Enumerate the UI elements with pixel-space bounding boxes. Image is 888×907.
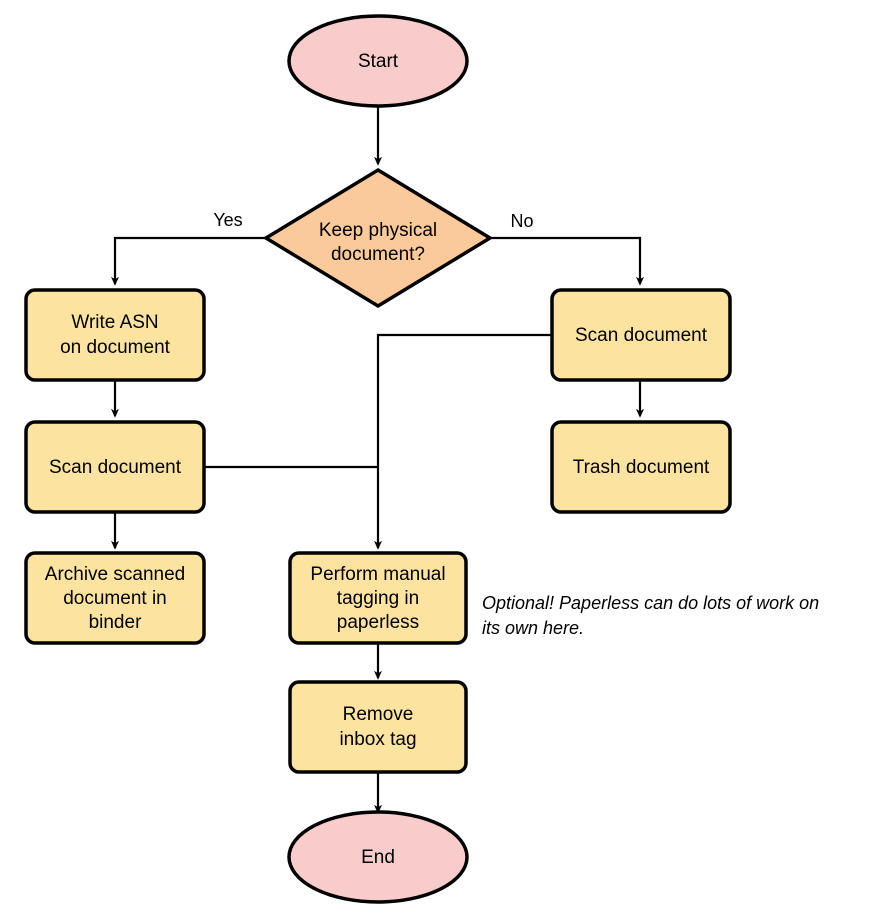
decision-label-line2: document? [331, 244, 425, 265]
start-label: Start [358, 51, 399, 72]
end-label: End [361, 847, 395, 868]
node-decision-keep-physical-document[interactable]: Keep physical document? [262, 167, 494, 309]
annotation-line2: its own here. [482, 618, 584, 638]
node-scan-document-left[interactable]: Scan document [24, 420, 206, 514]
archive-label-line3: binder [89, 612, 142, 633]
trash-document-label: Trash document [573, 457, 710, 478]
write-asn-label-line2: on document [60, 337, 171, 358]
write-asn-label-line1: Write ASN [71, 312, 158, 333]
node-start[interactable]: Start [287, 14, 469, 108]
scan-document-right-label: Scan document [575, 325, 708, 346]
remove-inbox-label-line1: Remove [343, 704, 414, 725]
manual-tagging-label-line2: tagging in [337, 588, 419, 609]
write-asn-box-shape [24, 288, 206, 382]
manual-tagging-box-shape [288, 551, 468, 645]
scan-document-left-box-shape [24, 420, 206, 514]
edge-decision-yes-to-write-asn [111, 236, 265, 286]
end-ellipse-shape [287, 810, 469, 904]
start-ellipse-shape [287, 14, 469, 108]
remove-inbox-label-line2: inbox tag [339, 729, 416, 750]
node-scan-document-right[interactable]: Scan document [550, 288, 732, 382]
remove-inbox-box-shape [288, 680, 468, 774]
archive-box-shape [24, 551, 206, 645]
decision-diamond-shape [262, 167, 494, 309]
scan-document-right-box-shape [550, 288, 732, 382]
archive-label-line1: Archive scanned [45, 564, 185, 585]
node-trash-document[interactable]: Trash document [550, 420, 732, 514]
node-remove-inbox-tag[interactable]: Remove inbox tag [288, 680, 468, 774]
edge-label-no: No [510, 211, 533, 231]
node-perform-manual-tagging[interactable]: Perform manual tagging in paperless [288, 551, 468, 645]
node-archive-scanned-document[interactable]: Archive scanned document in binder [24, 551, 206, 645]
scan-document-left-label: Scan document [49, 457, 182, 478]
node-end[interactable]: End [287, 810, 469, 904]
trash-document-box-shape [550, 420, 732, 514]
node-write-asn-on-document[interactable]: Write ASN on document [24, 288, 206, 382]
edge-decision-no-to-scan-right [490, 236, 644, 286]
annotation-line1: Optional! Paperless can do lots of work … [482, 593, 819, 613]
edge-label-yes: Yes [213, 210, 242, 230]
decision-label-line1: Keep physical [319, 220, 437, 241]
edge-scan-right-to-manual-tagging [374, 333, 552, 550]
annotation-note: Optional! Paperless can do lots of work … [482, 593, 819, 638]
manual-tagging-label-line1: Perform manual [310, 564, 445, 585]
archive-label-line2: document in [63, 588, 167, 609]
manual-tagging-label-line3: paperless [337, 612, 419, 633]
connector-layer [111, 101, 644, 814]
